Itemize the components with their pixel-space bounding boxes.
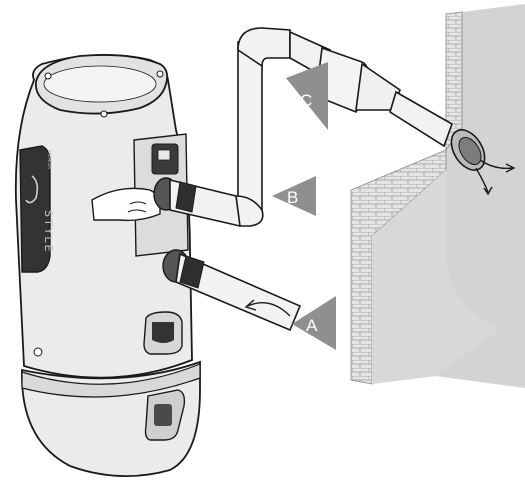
control-switch bbox=[158, 150, 170, 160]
callout-a: A bbox=[292, 296, 336, 350]
screw-1 bbox=[45, 73, 51, 79]
callout-b: B bbox=[272, 176, 316, 216]
outlet-pipe bbox=[390, 92, 452, 146]
exhaust-hose-clamp bbox=[176, 182, 196, 212]
callout-c-label: C bbox=[300, 91, 312, 110]
callout-c: C bbox=[286, 62, 328, 130]
unit-model-label: PREMIUM bbox=[47, 150, 52, 169]
wall bbox=[351, 4, 525, 388]
bottom-emblem bbox=[34, 348, 42, 356]
latch-slot bbox=[154, 404, 172, 426]
screw-3 bbox=[157, 71, 163, 77]
unit-brand-label: STYLE bbox=[42, 210, 55, 254]
top-cap-highlight bbox=[44, 66, 156, 102]
grip-opening bbox=[152, 322, 174, 343]
vertical-exhaust-pipe bbox=[238, 42, 262, 216]
callout-b-label: B bbox=[287, 188, 298, 207]
screw-2 bbox=[101, 111, 107, 117]
callout-a-label: A bbox=[306, 316, 318, 335]
